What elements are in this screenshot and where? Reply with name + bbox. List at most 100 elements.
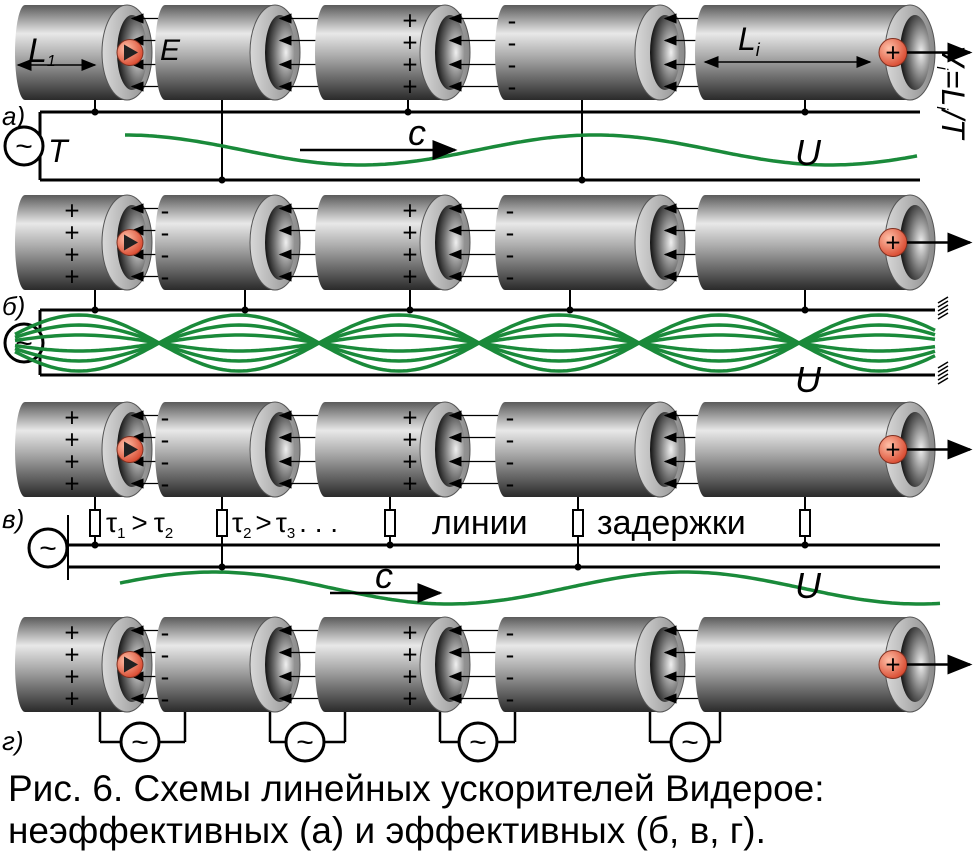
drift-tube	[495, 4, 725, 101]
plus-charge: +	[402, 218, 417, 248]
tube-aperture-hole	[435, 205, 465, 280]
circuits: ~~~~~~~	[3, 100, 949, 763]
particle-start	[116, 39, 144, 66]
plus-charge: +	[64, 240, 79, 270]
minus-charge: -	[508, 50, 517, 80]
junction-dot	[801, 306, 809, 314]
junction-dot	[386, 541, 394, 549]
minus-charge: -	[161, 218, 170, 248]
tilde-symbol: ~	[131, 726, 149, 759]
particle-start	[116, 436, 144, 463]
generator-icon	[669, 721, 711, 763]
tube-back-end	[695, 5, 715, 100]
drift-tube	[495, 401, 725, 498]
tube-back-end	[495, 5, 515, 100]
tube-back-end	[155, 195, 175, 290]
junction-dot	[241, 306, 249, 314]
junction-dot	[578, 176, 586, 184]
plus-charge: +	[402, 662, 417, 692]
minus-charge: -	[506, 218, 515, 248]
plus-charge: +	[402, 50, 417, 80]
minus-charge: -	[506, 618, 515, 648]
voltage-label-U-v: U	[795, 565, 822, 606]
traveling-wave-v	[119, 570, 941, 606]
tilde-symbol: ~	[15, 130, 33, 163]
junction-dot	[574, 563, 582, 571]
generator-icon	[27, 527, 69, 569]
tube-back-end	[695, 617, 715, 712]
tube-body	[705, 195, 910, 290]
plus-charge: +	[64, 447, 79, 477]
minus-charge: -	[161, 240, 170, 270]
minus-charge: -	[161, 662, 170, 692]
junction-dot	[218, 563, 226, 571]
minus-charge: -	[508, 72, 517, 102]
minus-charge: -	[161, 684, 170, 714]
minus-charge: -	[508, 28, 517, 58]
plus-charge: +	[402, 684, 417, 714]
drift-tube	[15, 616, 185, 713]
drift-tube	[155, 194, 345, 291]
tilde-symbol: ~	[681, 726, 699, 759]
tube-aperture-hole	[265, 412, 295, 487]
drift-tubes: ++++----+++++----++++----+++++----++++--…	[15, 4, 973, 714]
tube-body	[505, 402, 660, 497]
generator-icon	[3, 125, 45, 167]
text-labels: а) б) в) г) L1 E Li Vi=Li/T T c U U c U …	[2, 21, 971, 756]
minus-charge: -	[506, 684, 515, 714]
tube-body	[705, 617, 910, 712]
delay-relation-2: τ2>τ3. . .	[232, 507, 338, 542]
plus-charge: +	[64, 662, 79, 692]
field-label-E: E	[160, 34, 181, 67]
tube-back-end	[495, 617, 515, 712]
minus-charge: -	[506, 403, 515, 433]
plus-charge: +	[64, 196, 79, 226]
ground-hatch	[937, 312, 949, 320]
delay-line-element	[799, 509, 811, 537]
tube-aperture-hole	[435, 15, 465, 90]
plus-charge: +	[402, 640, 417, 670]
traveling-wave-a	[125, 133, 918, 167]
tube-aperture-hole	[650, 627, 680, 702]
junction-dot	[801, 108, 809, 116]
tube-back-end	[155, 5, 175, 100]
tube-back-end	[155, 617, 175, 712]
row-label-g: г)	[2, 726, 23, 756]
tube-aperture-hole	[265, 627, 295, 702]
tube-row-0: ++++----+	[15, 4, 973, 102]
minus-charge: -	[161, 196, 170, 226]
plus-charge: +	[402, 28, 417, 58]
junction-dot	[404, 108, 412, 116]
ground-hatch	[937, 373, 949, 381]
tube-back-end	[495, 195, 515, 290]
particle-charge: +	[885, 435, 900, 465]
minus-charge: -	[506, 469, 515, 499]
tube-aperture-hole	[435, 412, 465, 487]
drift-tube	[495, 194, 725, 291]
caption-line-1: Рис. 6. Схемы линейных ускорителей Видер…	[8, 768, 825, 809]
minus-charge: -	[161, 447, 170, 477]
tube-back-end	[695, 195, 715, 290]
particle-end: +	[878, 228, 973, 258]
plus-charge: +	[402, 72, 417, 102]
junction-dot	[91, 108, 99, 116]
tube-aperture-hole	[265, 205, 295, 280]
period-label-T: T	[48, 133, 70, 169]
tube-body	[505, 617, 660, 712]
standing-wave-b	[14, 313, 936, 373]
plus-charge: +	[402, 196, 417, 226]
minus-charge: -	[508, 6, 517, 36]
tube-back-end	[495, 402, 515, 497]
generator-icon	[119, 721, 161, 763]
drift-tube	[695, 401, 936, 498]
generator-icon	[457, 721, 499, 763]
drift-tube	[495, 616, 725, 713]
particle-end: +	[878, 435, 973, 465]
drift-tube	[155, 616, 345, 713]
tube-back-end	[315, 5, 335, 100]
particle-end: +	[878, 38, 973, 68]
plus-charge: +	[64, 684, 79, 714]
tube-back-end	[15, 195, 35, 290]
